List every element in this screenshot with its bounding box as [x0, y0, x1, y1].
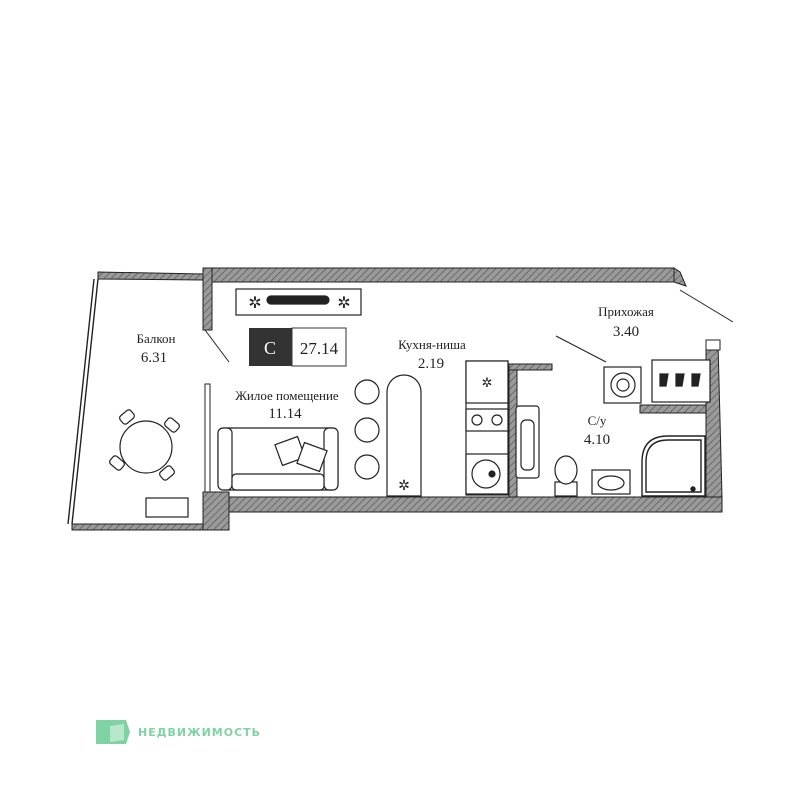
room-label-bathroom: С/у 4.10 — [584, 413, 610, 448]
apartment-type-letter: С — [264, 338, 276, 358]
bathroom-area: 4.10 — [584, 432, 610, 448]
living-area: 11.14 — [268, 406, 302, 422]
logo-mark — [96, 720, 130, 744]
hallway-label: Прихожая — [598, 304, 654, 319]
dining-stools — [354, 379, 380, 480]
entrance-door — [555, 289, 734, 363]
svg-text:✲: ✲ — [248, 295, 261, 312]
kitchen-unit: ✲ — [465, 360, 509, 496]
washing-machine — [515, 405, 540, 479]
area-badge: С 27.14 — [249, 327, 347, 367]
tv-cabinet: ✲ ✲ — [235, 288, 362, 316]
wardrobe — [651, 359, 711, 403]
shower-tray — [641, 435, 706, 497]
logo-text: НЕДВИЖИМОСТЬ — [138, 726, 262, 739]
room-label-hallway: Прихожая 3.40 — [598, 304, 654, 340]
apartment-total-area: 27.14 — [300, 339, 339, 358]
balcony-railing — [67, 278, 99, 525]
room-label-kitchen: Кухня-ниша 2.19 — [398, 337, 466, 372]
dining-table: ✲ — [386, 374, 422, 497]
washer-hallway — [603, 366, 642, 404]
room-label-balcony: Балкон 6.31 — [137, 331, 176, 366]
sofa — [217, 427, 339, 491]
balcony-bench — [145, 497, 189, 518]
balcony-label: Балкон — [137, 331, 176, 346]
svg-text:✲: ✲ — [398, 479, 410, 494]
toilet — [554, 455, 578, 497]
balcony-table — [109, 409, 180, 481]
svg-text:✲: ✲ — [337, 295, 350, 312]
balcony-area: 6.31 — [141, 350, 167, 366]
sink — [591, 469, 631, 495]
svg-text:✲: ✲ — [482, 375, 493, 390]
living-label: Жилое помещение — [235, 388, 339, 403]
kitchen-label: Кухня-ниша — [398, 337, 466, 352]
room-label-living: Жилое помещение 11.14 — [235, 388, 339, 422]
hallway-area: 3.40 — [613, 324, 639, 340]
bathroom-label: С/у — [588, 413, 607, 428]
walls — [71, 267, 723, 531]
balcony-door — [204, 329, 230, 493]
kitchen-area: 2.19 — [418, 356, 444, 372]
